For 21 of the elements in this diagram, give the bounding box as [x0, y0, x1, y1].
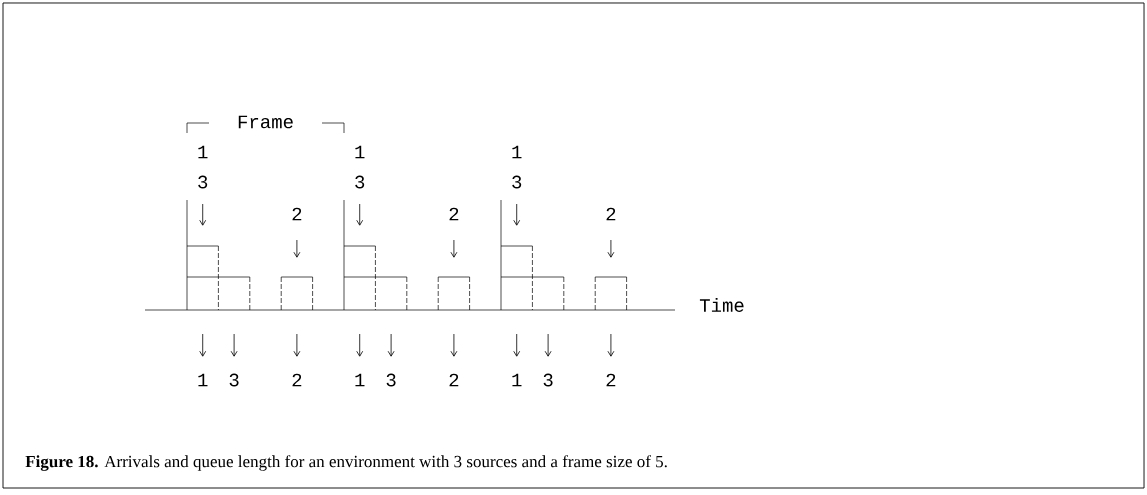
- source-number: 2: [449, 207, 459, 221]
- source-number: 3: [512, 175, 522, 189]
- axis-label: Time: [699, 298, 744, 312]
- source-number: 1: [355, 373, 365, 387]
- bracket-label: Frame: [238, 115, 293, 129]
- source-number: 2: [606, 373, 616, 387]
- source-number: 1: [198, 145, 208, 159]
- caption: Figure 18. Arrivals and queue length for an environment with 3 sources and a frame size of 5.: [25, 455, 667, 471]
- source-number: 1: [198, 373, 208, 387]
- source-number: 2: [606, 207, 616, 221]
- source-number: 1: [512, 373, 522, 387]
- source-number: 2: [292, 207, 302, 221]
- source-number: 2: [292, 373, 302, 387]
- source-number: 1: [512, 145, 522, 159]
- source-number: 2: [449, 373, 459, 387]
- source-number: 3: [355, 175, 365, 189]
- source-number: 3: [386, 373, 396, 387]
- source-number: 3: [198, 175, 208, 189]
- source-number: 3: [543, 373, 553, 387]
- source-number: 1: [355, 145, 365, 159]
- source-number: 3: [229, 373, 239, 387]
